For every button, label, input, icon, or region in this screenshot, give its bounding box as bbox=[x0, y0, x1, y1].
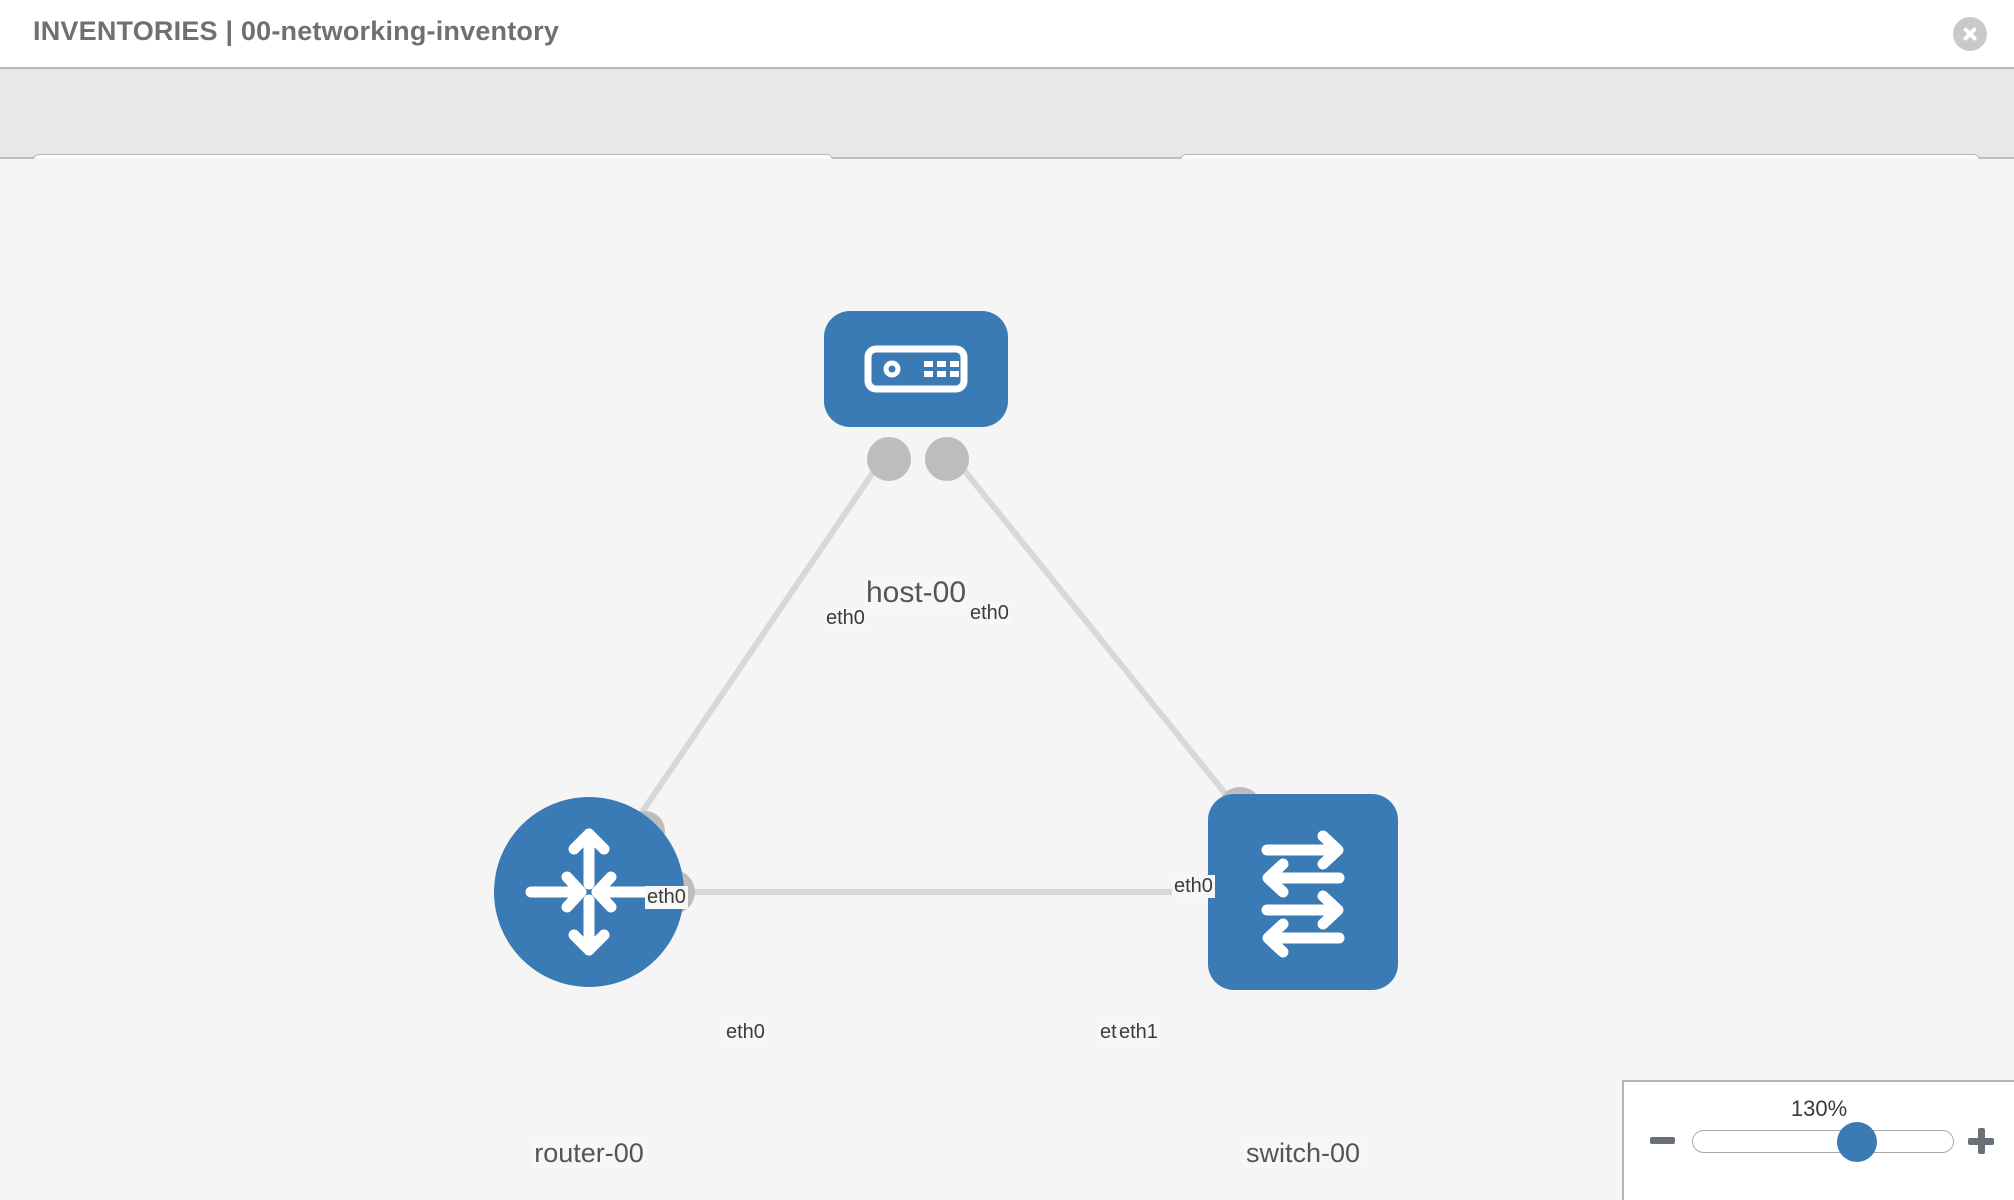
iface-label-router-up: eth0 bbox=[645, 886, 688, 909]
iface-label-router-right: eth0 bbox=[724, 1021, 767, 1044]
port-host-right bbox=[925, 437, 969, 481]
topology-edges bbox=[614, 447, 1273, 895]
node-label-switch: switch-00 bbox=[1243, 1138, 1363, 1169]
page-title: INVENTORIES | 00-networking-inventory bbox=[33, 16, 560, 46]
zoom-in-button[interactable] bbox=[1968, 1128, 1994, 1154]
port-host-left bbox=[867, 437, 911, 481]
page-header: INVENTORIES | 00-networking-inventory bbox=[0, 0, 2014, 69]
zoom-control-panel: 130% bbox=[1622, 1080, 2014, 1200]
iface-label-host-right: eth0 bbox=[968, 602, 1011, 625]
zoom-slider-handle[interactable] bbox=[1836, 1122, 1877, 1162]
node-host-00 bbox=[824, 311, 1008, 427]
topology-graph bbox=[494, 311, 1398, 990]
zoom-slider[interactable] bbox=[1692, 1122, 1954, 1162]
iface-label-switch-left: eth1 bbox=[1117, 1021, 1160, 1044]
node-label-router: router-00 bbox=[532, 1138, 646, 1169]
zoom-out-button[interactable] bbox=[1650, 1137, 1675, 1144]
node-label-host: host-00 bbox=[863, 576, 969, 610]
edge-host-switch bbox=[944, 447, 1273, 851]
close-icon[interactable] bbox=[1953, 17, 1987, 51]
topology-ports bbox=[625, 437, 1262, 914]
toolbar: ACTIONS SEARCH bbox=[0, 69, 2014, 212]
edge-host-router bbox=[614, 447, 892, 851]
node-router-00 bbox=[494, 797, 684, 987]
topology-canvas[interactable]: host-00 router-00 switch-00 eth0 eth0 et… bbox=[0, 159, 2014, 1200]
iface-label-switch-up: eth0 bbox=[1172, 875, 1215, 898]
zoom-level-label: 130% bbox=[1790, 1096, 1848, 1121]
node-switch-00 bbox=[1208, 794, 1398, 990]
iface-label-host-left: eth0 bbox=[824, 607, 867, 630]
